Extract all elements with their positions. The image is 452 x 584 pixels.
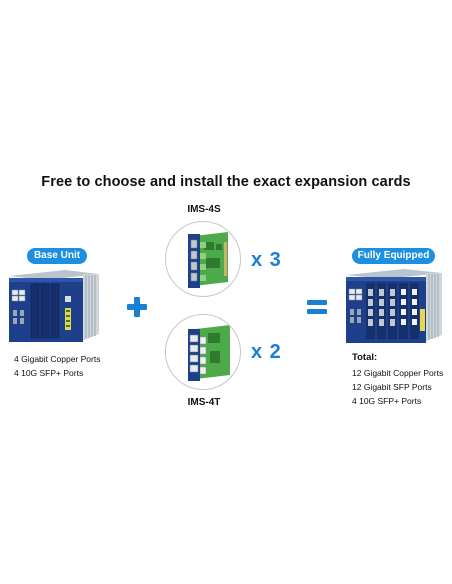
fully-equipped-badge: Fully Equipped (352, 248, 435, 264)
base-unit-specs: 4 Gigabit Copper Ports 4 10G SFP+ Ports (14, 352, 134, 380)
ims-4t-circle (165, 314, 241, 390)
ims-4s-circle (165, 221, 241, 297)
base-spec-line: 4 10G SFP+ Ports (14, 368, 84, 378)
page-title: Free to choose and install the exact exp… (41, 174, 411, 190)
equals-icon (307, 300, 327, 314)
base-unit-badge: Base Unit (27, 248, 87, 264)
ims-4t-card-image (188, 325, 230, 381)
total-spec-line: 12 Gigabit Copper Ports (352, 368, 444, 378)
ims-4s-card-image (188, 232, 228, 288)
fully-equipped-device-image (346, 269, 442, 343)
ims-4t-multiplier: x 2 (251, 341, 282, 363)
card-label-ims-4s: IMS-4S (187, 204, 221, 215)
ims-4s-multiplier: x 3 (251, 249, 282, 271)
card-label-ims-4t: IMS-4T (187, 397, 221, 408)
plus-icon (127, 297, 147, 317)
fully-equipped-specs: 12 Gigabit Copper Ports 12 Gigabit SFP P… (352, 366, 452, 408)
total-label: Total: (352, 352, 378, 363)
base-spec-line: 4 Gigabit Copper Ports (14, 354, 101, 364)
total-spec-line: 4 10G SFP+ Ports (352, 396, 422, 406)
base-unit-device-image (9, 270, 99, 342)
total-spec-line: 12 Gigabit SFP Ports (352, 382, 432, 392)
